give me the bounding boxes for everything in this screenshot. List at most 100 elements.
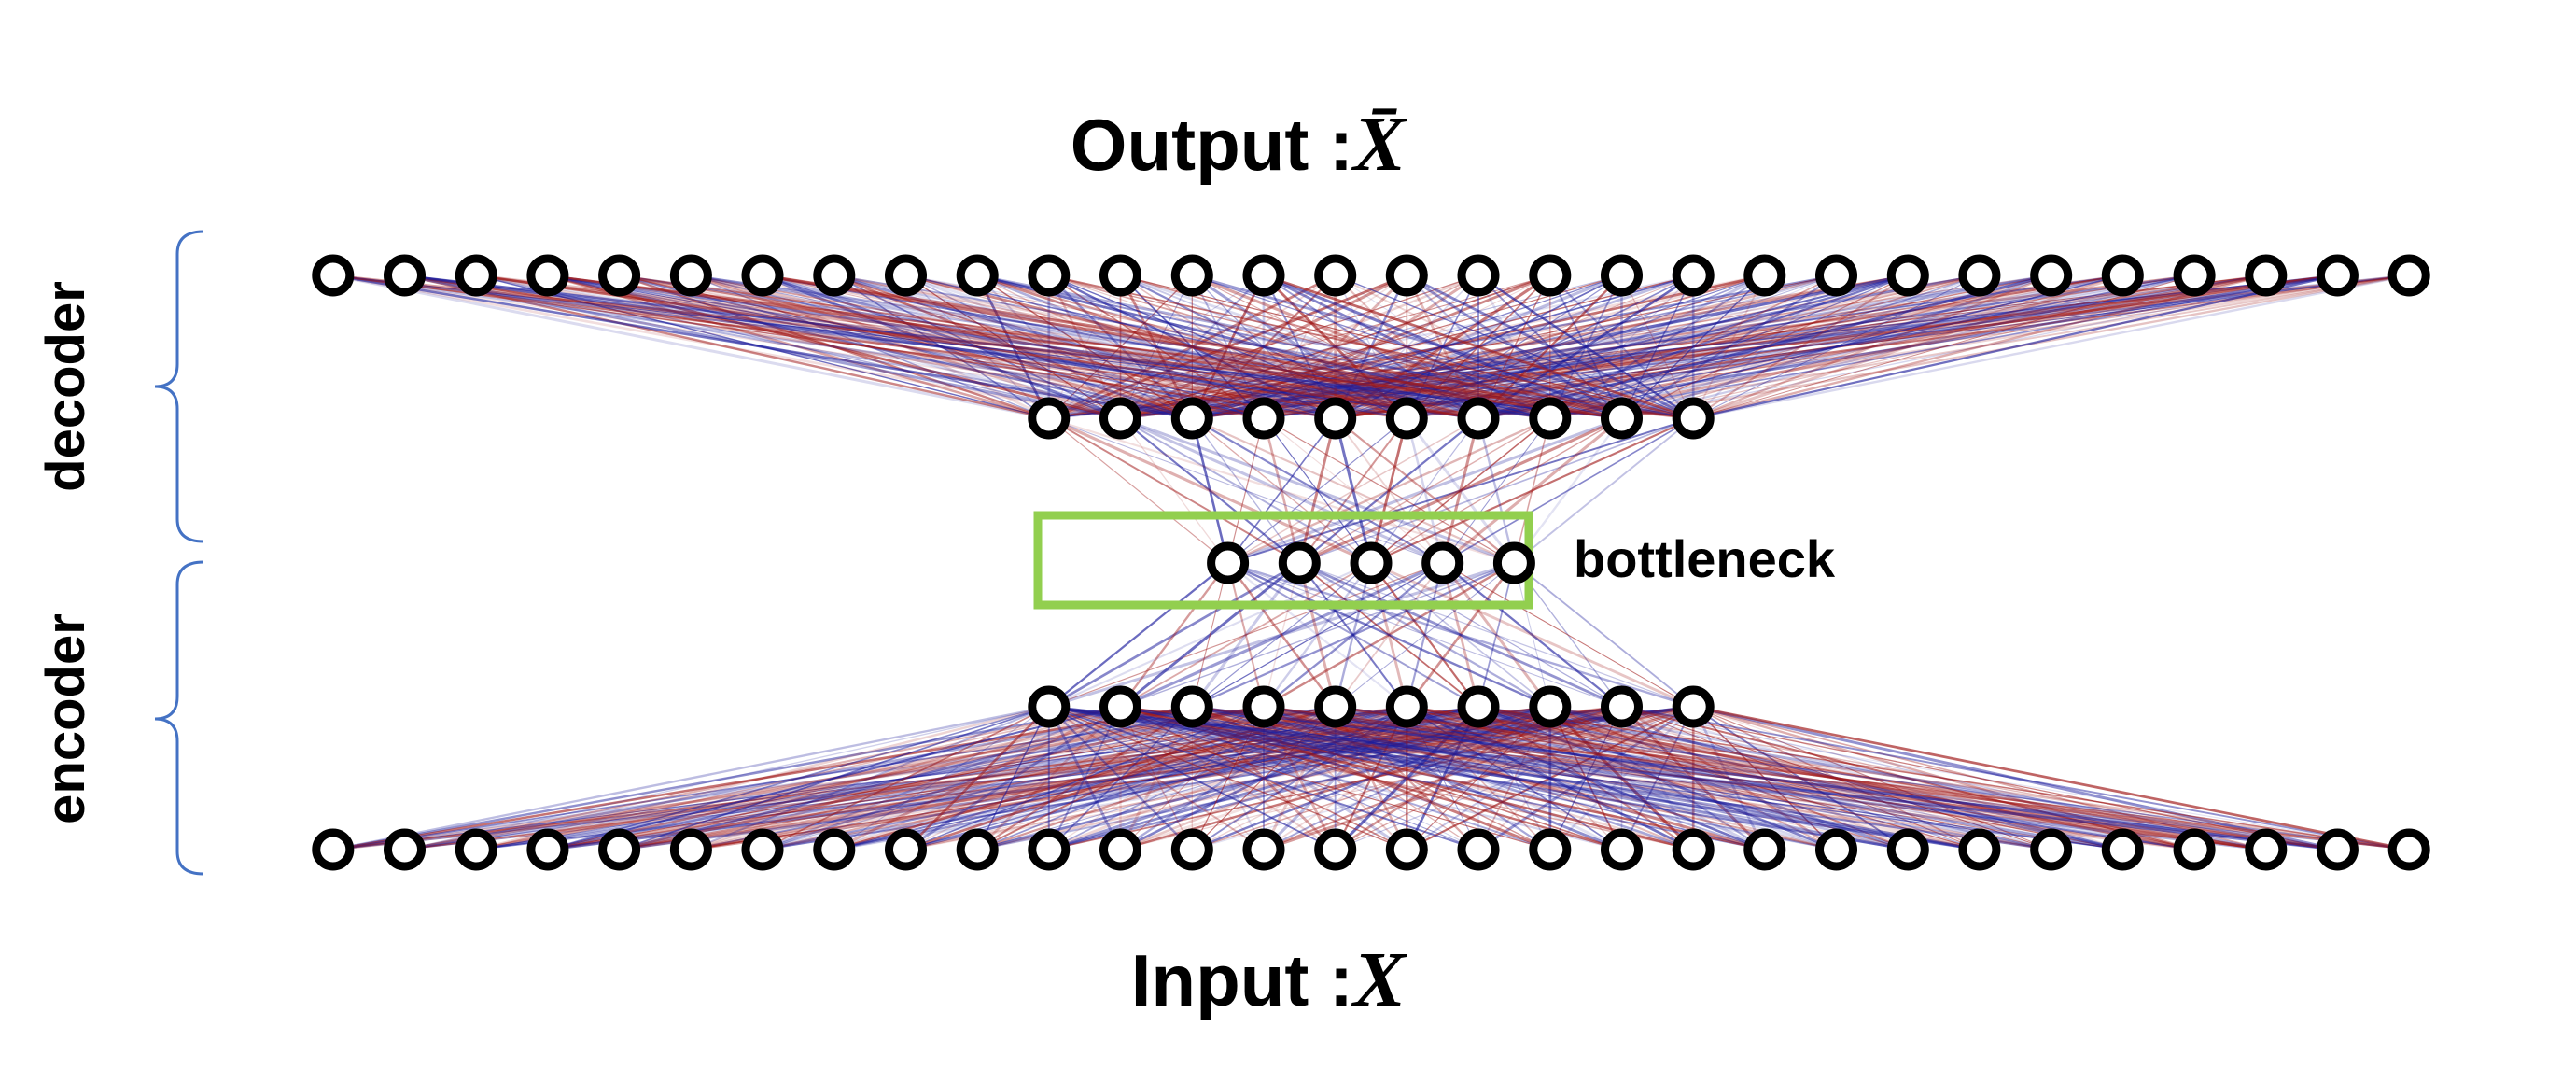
input-node xyxy=(885,828,927,871)
output-node xyxy=(669,254,712,297)
weight-line xyxy=(1692,274,2052,420)
weight-line xyxy=(1048,562,1443,708)
weight-line xyxy=(1549,274,1694,419)
weight-line xyxy=(1048,417,1443,564)
weight-line xyxy=(1692,705,2338,851)
decoder-hidden-node xyxy=(1385,397,1428,440)
output-title-text: Output : xyxy=(1071,104,1353,186)
weight-line xyxy=(1227,417,1265,564)
input-node xyxy=(669,828,712,871)
input-node xyxy=(455,828,497,871)
bottleneck-node xyxy=(1421,542,1464,584)
weight-line xyxy=(1335,417,1516,564)
weight-line xyxy=(1048,705,2195,851)
weight-line xyxy=(619,705,1265,851)
weight-line xyxy=(1621,274,2195,420)
weight-line xyxy=(762,274,1050,420)
weight-line xyxy=(762,706,1336,851)
weight-line xyxy=(332,274,1694,420)
weight-line xyxy=(1048,562,1229,708)
weight-line xyxy=(1048,706,2410,851)
output-node xyxy=(2316,254,2359,297)
weight-line xyxy=(1048,705,2338,851)
weight-line xyxy=(1191,417,1300,564)
weight-line xyxy=(1192,705,2338,851)
weight-line xyxy=(332,274,1407,419)
decoder-hidden-node xyxy=(1601,397,1643,440)
weight-line xyxy=(1549,274,1694,419)
weight-line xyxy=(332,274,1050,420)
weight-line xyxy=(619,274,1694,419)
weight-line xyxy=(1192,274,1479,419)
decoder-label: decoder xyxy=(35,281,96,492)
weight-line xyxy=(1297,562,1337,708)
weight-line xyxy=(1119,561,1301,709)
weight-line xyxy=(1048,274,1694,419)
weight-line xyxy=(1621,274,2052,420)
weight-line xyxy=(1263,562,1372,708)
input-node xyxy=(2030,828,2073,871)
input-node xyxy=(2101,828,2144,871)
output-node xyxy=(1385,254,1428,297)
weight-line xyxy=(1191,562,1444,708)
weight-line xyxy=(1370,417,1622,564)
weight-line xyxy=(332,705,1050,851)
weight-line xyxy=(1048,706,1837,851)
weight-line xyxy=(547,274,1694,420)
output-node xyxy=(1170,254,1213,297)
decoder-hidden-node xyxy=(1529,397,1572,440)
output-node xyxy=(956,254,999,297)
weight-line xyxy=(1692,274,2410,420)
output-node xyxy=(1529,254,1572,297)
weight-line xyxy=(332,705,1193,851)
weight-line xyxy=(332,274,1550,420)
weight-line xyxy=(547,274,1550,420)
weight-line xyxy=(404,274,1407,420)
weight-line xyxy=(1370,562,1551,708)
weight-line xyxy=(1263,274,1694,420)
output-node xyxy=(1886,254,1929,297)
weight-line xyxy=(404,274,1193,420)
weight-line xyxy=(1621,706,2410,851)
output-node xyxy=(1743,254,1786,297)
weight-line xyxy=(1692,274,1838,419)
output-title: Output : X̄ xyxy=(1071,101,1407,188)
weight-line xyxy=(1047,706,1194,851)
weight-line xyxy=(691,274,1694,420)
weight-line xyxy=(404,274,1694,419)
weight-line xyxy=(1048,705,2051,851)
bottleneck-label: bottleneck xyxy=(1574,529,1836,588)
bottleneck-node xyxy=(1350,542,1393,584)
weight-line xyxy=(1191,274,1408,420)
weight-line xyxy=(1406,274,1694,420)
weight-line xyxy=(1407,706,2195,851)
encoder-hidden-node xyxy=(1672,685,1715,728)
weight-line xyxy=(1370,562,1479,708)
decoder-hidden-node xyxy=(1457,397,1500,440)
encoder-hidden-node xyxy=(1170,685,1213,728)
weight-line xyxy=(1263,706,2410,851)
weight-line xyxy=(1048,705,1981,851)
weight-line xyxy=(1048,706,1765,851)
weight-line xyxy=(1192,706,2123,851)
output-node xyxy=(2387,254,2430,297)
weight-line xyxy=(476,705,1050,851)
output-node xyxy=(1028,254,1071,297)
decoder-hidden-node xyxy=(1099,397,1141,440)
encoder-label: encoder xyxy=(35,613,96,824)
weight-line xyxy=(1692,274,2267,420)
weight-line xyxy=(1226,562,1407,708)
weight-line xyxy=(547,274,1622,420)
weight-line xyxy=(1513,417,1551,564)
weight-line xyxy=(1048,706,1337,851)
input-node xyxy=(1314,828,1357,871)
output-node xyxy=(1099,254,1141,297)
bottleneck-node xyxy=(1207,542,1250,584)
weight-line xyxy=(1549,274,1909,419)
weight-line xyxy=(1192,706,1479,851)
weight-line xyxy=(1191,706,1479,851)
weight-line xyxy=(1407,705,2410,851)
output-node xyxy=(598,254,641,297)
weight-line xyxy=(1620,274,1694,419)
weight-line xyxy=(1048,274,1551,419)
